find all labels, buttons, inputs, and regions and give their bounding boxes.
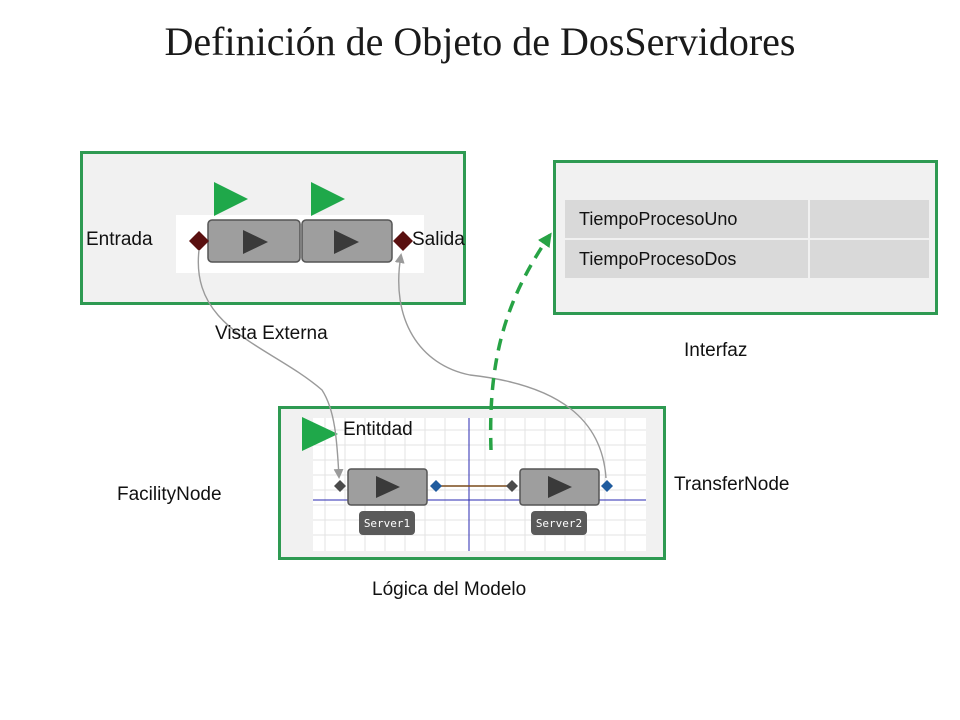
transfer-node-mapping-arrow [394, 253, 607, 479]
entrada-label: Entrada [86, 229, 153, 250]
facility-node-mapping-arrow [197, 249, 344, 479]
interface-dashed-arrow [488, 232, 552, 451]
server-symbol-icon [301, 219, 393, 263]
entity-symbol-icon [214, 182, 248, 216]
property-value[interactable] [809, 239, 929, 280]
server2-tag: Server2 [531, 511, 587, 535]
salida-label: Salida [412, 229, 465, 250]
external-view-caption: Vista Externa [215, 323, 328, 344]
server2-input-node-icon[interactable] [506, 480, 518, 492]
transfer-node-label: TransferNode [674, 474, 790, 495]
property-row[interactable]: TiempoProcesoDos [565, 239, 929, 280]
server1-input-node-icon[interactable] [334, 480, 346, 492]
property-row[interactable]: TiempoProcesoUno [565, 200, 929, 240]
server2-tag-label: Server2 [536, 517, 582, 530]
server1-output-node-icon[interactable] [430, 480, 442, 492]
input-node-icon [189, 231, 209, 251]
server1-icon[interactable] [347, 468, 428, 506]
facility-node-label: FacilityNode [117, 484, 222, 505]
server-symbol-icon [207, 219, 301, 263]
server2-output-node-icon[interactable] [601, 480, 613, 492]
property-value[interactable] [809, 200, 929, 240]
server1-tag-label: Server1 [364, 517, 410, 530]
property-name: TiempoProcesoDos [565, 239, 810, 280]
server1-tag: Server1 [359, 511, 415, 535]
model-logic-caption: Lógica del Modelo [372, 579, 527, 600]
entity-symbol-icon [311, 182, 345, 216]
entity-icon [302, 417, 338, 451]
server2-icon[interactable] [519, 468, 600, 506]
output-node-icon [393, 231, 413, 251]
interface-property-table: TiempoProcesoUno TiempoProcesoDos [565, 200, 929, 280]
property-name: TiempoProcesoUno [565, 200, 810, 240]
entity-label: Entitdad [343, 419, 413, 440]
interface-caption: Interfaz [684, 340, 748, 361]
slide-title: Definición de Objeto de DosServidores [164, 19, 796, 64]
